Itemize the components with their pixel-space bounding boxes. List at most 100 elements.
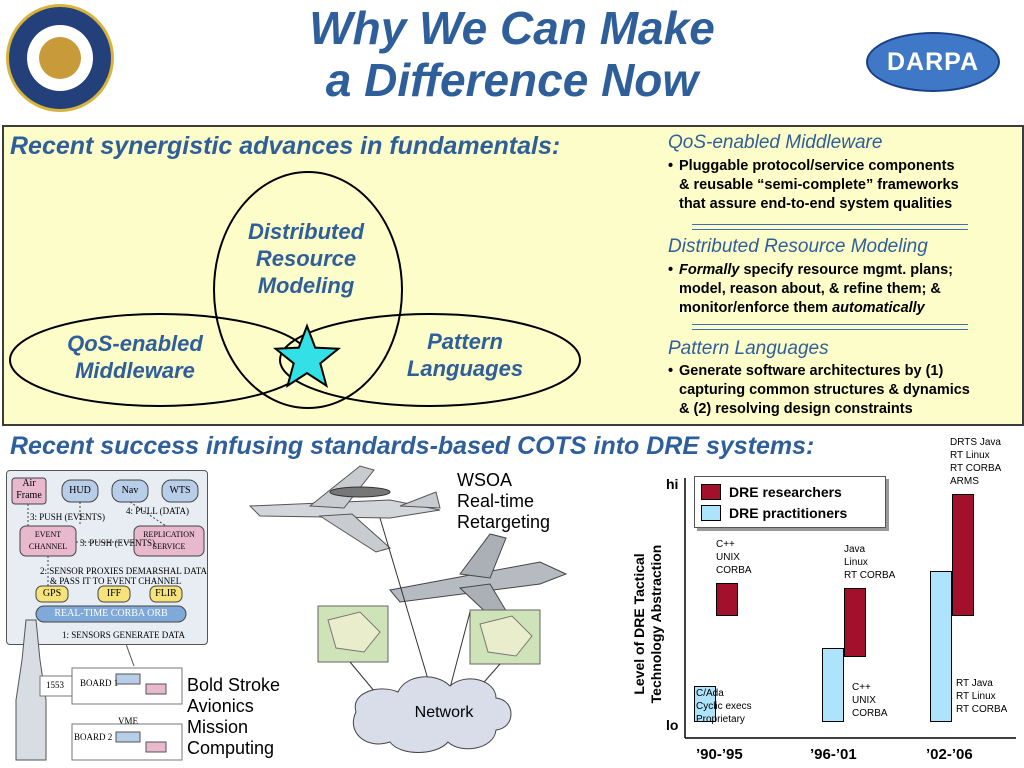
step-label: 3: PUSH (EVENTS) (80, 538, 156, 548)
bar-practitioners (930, 570, 952, 722)
bar-label-line: RT Linux (956, 691, 996, 702)
bar-practitioners (822, 647, 844, 722)
bullet-icon: • (668, 363, 674, 379)
section-body-line: Pluggable protocol/service components (679, 157, 1024, 176)
legend-label-practitioners: DRE practitioners (729, 505, 848, 521)
awacs-aircraft-icon (248, 465, 441, 553)
venn-circle-top (213, 171, 403, 409)
fighter-jet-icon (15, 619, 47, 761)
venn-label-right-line: Languages (406, 356, 524, 381)
bar-label-practitioners: C++ UNIX CORBA (852, 681, 888, 720)
section-body-patterns: •Generate software architectures by (1)c… (668, 362, 1024, 419)
bar-label-line: DRTS Java (950, 437, 1001, 448)
venn-label-left: QoS-enabled Middleware (40, 330, 230, 384)
avionics-caption-line: Computing (187, 738, 275, 758)
bar-label-line: UNIX (852, 695, 876, 706)
bar-label-line: CORBA (852, 708, 888, 719)
avionics-caption-line: Avionics (187, 696, 254, 716)
bullet-icon: • (668, 262, 674, 278)
step-label: 4: PULL (DATA) (126, 506, 189, 516)
node-replication-service: REPLICATION SERVICE (143, 530, 195, 551)
fundamentals-heading: Recent synergistic advances in fundament… (10, 132, 561, 160)
venn-label-right-line: Pattern (427, 329, 503, 354)
section-title-qos: QoS-enabled Middleware (668, 132, 883, 153)
legend-swatch-researchers (701, 484, 721, 500)
venn-label-top: Distributed Resource Modeling (218, 218, 394, 299)
node-hud: HUD (69, 485, 91, 496)
step-label: 1: SENSORS GENERATE DATA (62, 630, 186, 640)
venn-label-top-line: Distributed (247, 219, 365, 244)
venn-label-left-line: QoS-enabled (67, 331, 203, 356)
map-thumbnail-left (317, 605, 389, 663)
bar-label-line: Java (844, 543, 866, 555)
bar-label-line: Proprietary (696, 714, 745, 725)
x-tick-label: ’96-’01 (810, 746, 857, 763)
section-divider (692, 324, 968, 330)
y-tick-hi: hi (666, 476, 679, 492)
node-air-frame: Air Frame (16, 478, 42, 501)
bar-label-line: C/Ada (696, 688, 724, 699)
bar-label-line: CORBA (716, 564, 752, 576)
wsoa-caption-line: Retargeting (457, 512, 551, 532)
page-title: Why We Can Make a Difference Now (0, 2, 1024, 106)
text-run: specify resource mgmt. plans; (739, 262, 953, 278)
bar-label-line: RT CORBA (844, 569, 896, 581)
hw-board2-label: BOARD 2 (74, 732, 113, 742)
map-thumbnail-right (469, 609, 541, 665)
step-label: 2: SENSOR PROXIES DEMARSHAL DATA (40, 566, 207, 576)
x-tick-label: ’02-’06 (926, 746, 973, 763)
bar-label-line: ARMS (950, 476, 979, 487)
section-body-line: & reusable “semi-complete” frameworks (679, 176, 1024, 195)
text-run: Generate software architectures by (1) (679, 363, 944, 379)
star-icon (272, 323, 342, 388)
hw-1553-label: 1553 (46, 680, 64, 690)
y-tick-lo: lo (666, 717, 679, 733)
section-body-drm: •Formally specify resource mgmt. plans;m… (668, 261, 1024, 318)
chart-legend: DRE researchers DRE practitioners (694, 476, 886, 528)
bar-label-line: C++ (716, 538, 735, 550)
network-label: Network (414, 704, 474, 721)
title-line-2: a Difference Now (325, 54, 699, 106)
section-body-qos: •Pluggable protocol/service components& … (668, 157, 1024, 214)
node-nav: Nav (121, 485, 139, 496)
wsoa-caption-line: WSOA (457, 470, 513, 490)
venn-circle-right (279, 313, 581, 407)
node-event-channel: EVENT CHANNEL (28, 530, 68, 551)
fighter-aircraft-icon (389, 533, 568, 619)
venn-label-left-line: Middleware (75, 358, 195, 383)
section-body-line: & (2) resolving design constraints (679, 400, 1024, 419)
section-body-line: monitor/enforce them automatically (679, 299, 1024, 318)
dod-seal-logo (6, 4, 114, 112)
legend-label-researchers: DRE researchers (729, 484, 842, 500)
avionics-caption-line: Bold Stroke (187, 675, 281, 695)
darpa-logo: DARPA (866, 32, 1000, 92)
venn-label-top-line: Resource (255, 246, 357, 271)
text-run: monitor/enforce them (679, 300, 833, 316)
text-run: that assure end-to-end system qualities (679, 196, 953, 212)
text-run: Pluggable protocol/service components (679, 158, 955, 174)
venn-label-right: Pattern Languages (380, 328, 550, 382)
step-label: 3: PUSH (EVENTS) (30, 512, 106, 522)
avionics-diagram-shapes (11, 477, 205, 623)
node-flir: FLIR (155, 588, 177, 599)
hardware-illustration (15, 619, 183, 761)
section-body-line: Generate software architectures by (1) (679, 362, 1024, 381)
eagle-icon (39, 37, 81, 79)
avionics-caption: Bold Stroke Avionics Mission Computing (187, 675, 280, 759)
section-body-line: model, reason about, & refine them; & (679, 280, 1024, 299)
hw-vme-label: VME (118, 716, 138, 726)
node-wts: WTS (169, 485, 191, 496)
text-run: & (2) resolving design constraints (679, 401, 913, 417)
legend-swatch-practitioners (701, 505, 721, 521)
node-rt-corba-orb: REAL-TIME CORBA ORB (54, 608, 168, 619)
avionics-caption-line: Mission (187, 717, 249, 737)
section-divider (692, 224, 968, 230)
wsoa-caption: WSOA Real-time Retargeting (457, 470, 550, 533)
fundamentals-panel (2, 125, 1024, 426)
venn-diagram (9, 171, 581, 409)
bar-label-line: C++ (852, 682, 871, 693)
